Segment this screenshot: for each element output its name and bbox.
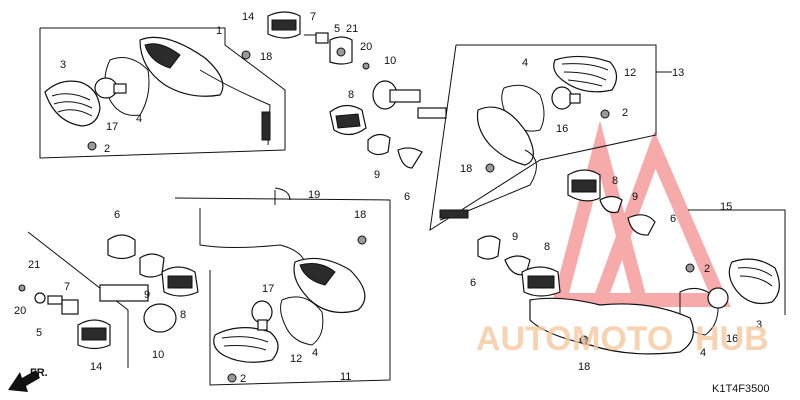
callout-9: 9	[144, 289, 150, 301]
watermark-text: AUTO MOTO HUB	[476, 320, 769, 358]
assembly-rear-left	[174, 187, 391, 386]
callout-2: 2	[104, 143, 110, 155]
watermark-auto: AUTO	[476, 320, 572, 358]
callout-5: 5	[36, 327, 42, 339]
assembly-mid-right	[567, 169, 656, 236]
watermark-hub: HUB	[695, 320, 769, 358]
watermark-logo	[550, 120, 731, 307]
callout-1: 1	[216, 25, 222, 37]
callout-20: 20	[360, 41, 372, 53]
callout-16: 16	[726, 333, 738, 345]
callout-10: 10	[384, 55, 396, 67]
assembly-front-right	[429, 44, 672, 232]
callout-4: 4	[312, 347, 318, 359]
callout-10: 10	[152, 349, 164, 361]
callout-15: 15	[720, 201, 732, 213]
callout-18: 18	[354, 209, 366, 221]
callout-5: 5	[334, 23, 340, 35]
callout-3: 3	[60, 59, 66, 71]
callout-4: 4	[522, 57, 528, 69]
callout-14: 14	[242, 11, 254, 23]
callout-6: 6	[470, 277, 476, 289]
callout-6: 6	[404, 191, 410, 203]
callout-12: 12	[290, 353, 302, 365]
callout-2: 2	[704, 263, 710, 275]
callout-7: 7	[64, 281, 70, 293]
callout-8: 8	[180, 309, 186, 321]
callout-3: 3	[756, 319, 762, 331]
callout-8: 8	[348, 89, 354, 101]
assembly-rear-right	[477, 209, 786, 355]
callout-12: 12	[624, 67, 636, 79]
callout-4: 4	[700, 347, 706, 359]
callout-9: 9	[632, 191, 638, 203]
callout-labels: 1 2 2 2 2 3 3 4 4 4 4 5 5 6 6 6 6 7 7 8 …	[14, 11, 762, 385]
callout-8: 8	[612, 175, 618, 187]
front-direction-arrow	[8, 370, 40, 392]
callout-19: 19	[308, 189, 320, 201]
callout-6: 6	[670, 213, 676, 225]
watermark-moto: MOTO	[572, 320, 673, 358]
direction-label: FR.	[30, 367, 48, 379]
callout-8: 8	[544, 241, 550, 253]
callout-2: 2	[240, 373, 246, 385]
callout-4: 4	[136, 113, 142, 125]
callout-11: 11	[340, 371, 351, 383]
callout-14: 14	[90, 361, 102, 373]
callout-2: 2	[622, 107, 628, 119]
assembly-top-middle	[267, 11, 447, 169]
callout-21: 21	[28, 259, 40, 271]
callout-17: 17	[106, 121, 118, 133]
callout-6: 6	[114, 209, 120, 221]
callout-20: 20	[14, 305, 26, 317]
callout-16: 16	[556, 123, 568, 135]
callout-21: 21	[346, 23, 358, 35]
callout-13: 13	[672, 67, 684, 79]
callout-9: 9	[512, 231, 518, 243]
callout-17: 17	[262, 283, 274, 295]
callout-9: 9	[374, 169, 380, 181]
assembly-front-left	[39, 27, 286, 159]
callout-7: 7	[310, 11, 316, 23]
assembly-bottom-left	[18, 231, 199, 368]
callout-18: 18	[260, 51, 272, 63]
callout-18: 18	[460, 163, 472, 175]
diagram-code: K1T4F3500	[712, 383, 769, 395]
callout-18: 18	[578, 361, 590, 373]
